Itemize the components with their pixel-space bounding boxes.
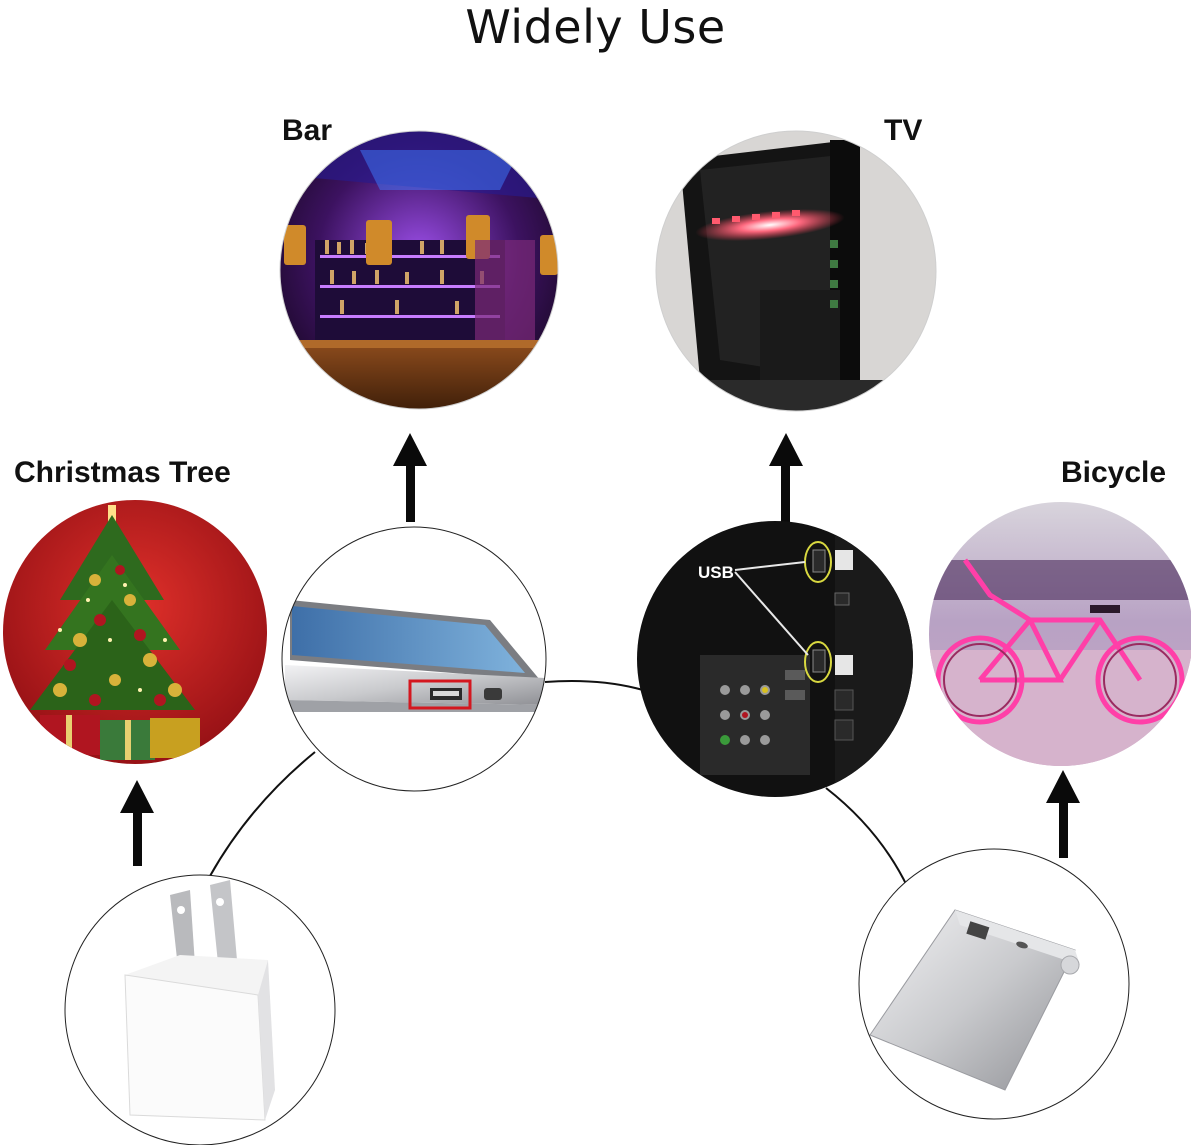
cable-laptop-tv	[544, 680, 644, 691]
wall-adapter-icon	[65, 875, 335, 1145]
christmas-tree-photo	[3, 500, 267, 764]
arrow-up-icon	[120, 780, 154, 866]
tv-back-panel-icon: USB	[637, 521, 913, 797]
usb-label: USB	[698, 563, 734, 582]
cable-adapter-laptop	[209, 751, 316, 877]
bicycle-label: Bicycle	[1061, 456, 1167, 489]
cable-tv-powerbank	[825, 787, 909, 889]
arrow-up-icon	[1046, 770, 1080, 858]
power-bank-icon	[859, 849, 1129, 1119]
bicycle-photo	[929, 502, 1191, 766]
tv-label: TV	[884, 114, 923, 147]
page-title: Widely Use	[465, 0, 726, 54]
bar-label: Bar	[282, 114, 333, 147]
tv-photo	[656, 131, 936, 411]
christmas-tree-label: Christmas Tree	[14, 456, 231, 489]
arrow-up-icon	[393, 433, 427, 522]
arrow-up-icon	[769, 433, 803, 522]
laptop-usb-port-icon	[282, 527, 546, 791]
